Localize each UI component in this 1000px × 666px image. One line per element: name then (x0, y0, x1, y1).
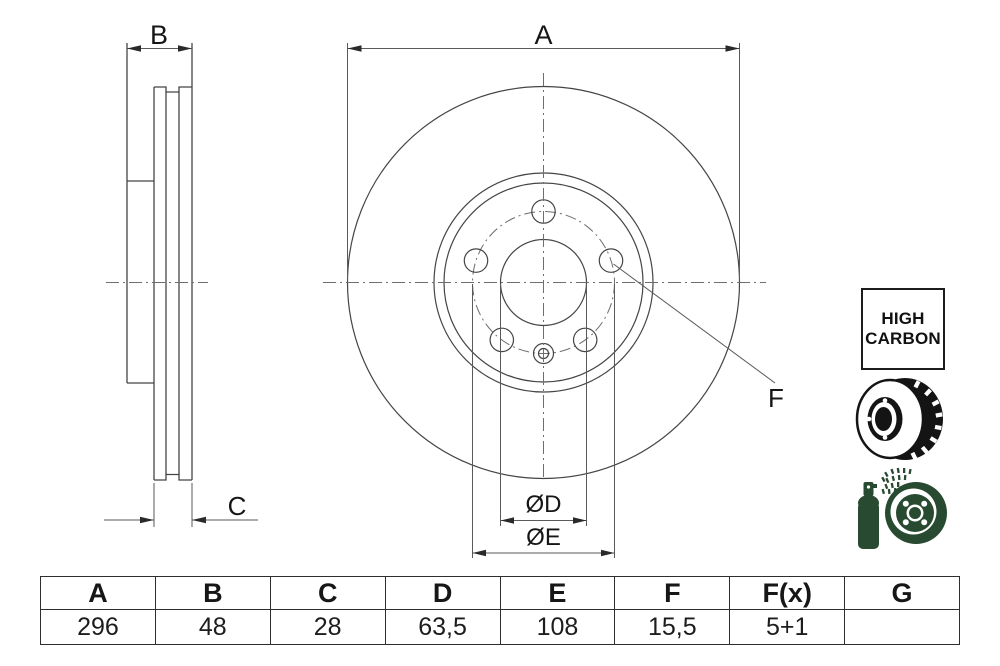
dim-label-A: A (534, 20, 552, 50)
bolt-hole (572, 327, 598, 353)
dimension-B: B (127, 20, 192, 52)
coated-brake-disc-spray-icon (858, 467, 947, 549)
table-value-row: 296 48 28 63,5 108 15,5 5+1 (40, 609, 960, 645)
vented-brake-disc-icon (855, 378, 943, 460)
col-F-value: 15,5 (614, 609, 731, 645)
high-carbon-badge: HIGH CARBON (861, 288, 945, 370)
disc-bolt-holes (902, 500, 928, 526)
bolt-hole (598, 248, 624, 273)
col-C-header: C (269, 576, 386, 610)
col-G-header: G (844, 576, 960, 610)
col-A-header: A (40, 576, 156, 610)
arrowhead-left (127, 45, 141, 52)
bolt-hole (489, 327, 515, 353)
hub-bore (875, 407, 892, 431)
dimension-D: ØD (500, 284, 587, 526)
arrowhead-right (601, 549, 615, 557)
col-E-header: E (499, 576, 616, 610)
arrowhead-left (472, 549, 486, 557)
col-Fx-header: F(x) (729, 576, 846, 610)
col-Fx-value: 5+1 (729, 609, 846, 645)
bolt-hole (463, 248, 489, 273)
col-G-value (844, 609, 960, 645)
arrowhead-right (573, 517, 587, 524)
coated-disc (885, 482, 947, 544)
col-A-value: 296 (40, 609, 156, 645)
bolt-holes (463, 199, 624, 353)
arrowhead-right (178, 45, 192, 52)
col-C-value: 28 (269, 609, 386, 645)
arrowhead-left (347, 45, 362, 52)
col-D-value: 63,5 (384, 609, 501, 645)
col-F-header: F (614, 576, 731, 610)
table-header-row: A B C D E F F(x) G (40, 576, 960, 610)
dim-label-C: C (228, 491, 247, 521)
col-E-value: 108 (499, 609, 616, 645)
ring-bottom-edge (154, 473, 192, 481)
dimension-table: A B C D E F F(x) G 296 48 28 63,5 108 15… (40, 576, 960, 645)
high-carbon-line2: CARBON (865, 329, 941, 348)
spray-particles (881, 467, 912, 495)
col-B-header: B (154, 576, 271, 610)
hub-bolt-holes (866, 398, 888, 440)
high-carbon-line1: HIGH (881, 309, 925, 328)
dimension-A: A (347, 20, 740, 281)
dim-label-F: F (768, 383, 784, 413)
spray-can (858, 482, 879, 549)
arrowhead-right (192, 516, 206, 524)
front-view (323, 73, 766, 480)
dim-label-E: ØE (526, 524, 561, 551)
leader-line (613, 263, 776, 384)
dim-label-B: B (150, 20, 168, 50)
ring-top-edge (154, 86, 192, 93)
arrowhead-right (725, 45, 740, 52)
side-view (106, 43, 208, 481)
dim-label-D: ØD (526, 491, 562, 518)
leader-F: F (613, 263, 784, 413)
dimension-C: C (104, 483, 258, 527)
arrowhead-left (500, 517, 514, 524)
rim-vent-slots (910, 380, 943, 460)
col-D-header: D (384, 576, 501, 610)
dimension-E: ØE (472, 284, 615, 558)
technical-drawing: B C (104, 20, 784, 558)
arrowhead-left (140, 516, 154, 524)
col-B-value: 48 (154, 609, 271, 645)
